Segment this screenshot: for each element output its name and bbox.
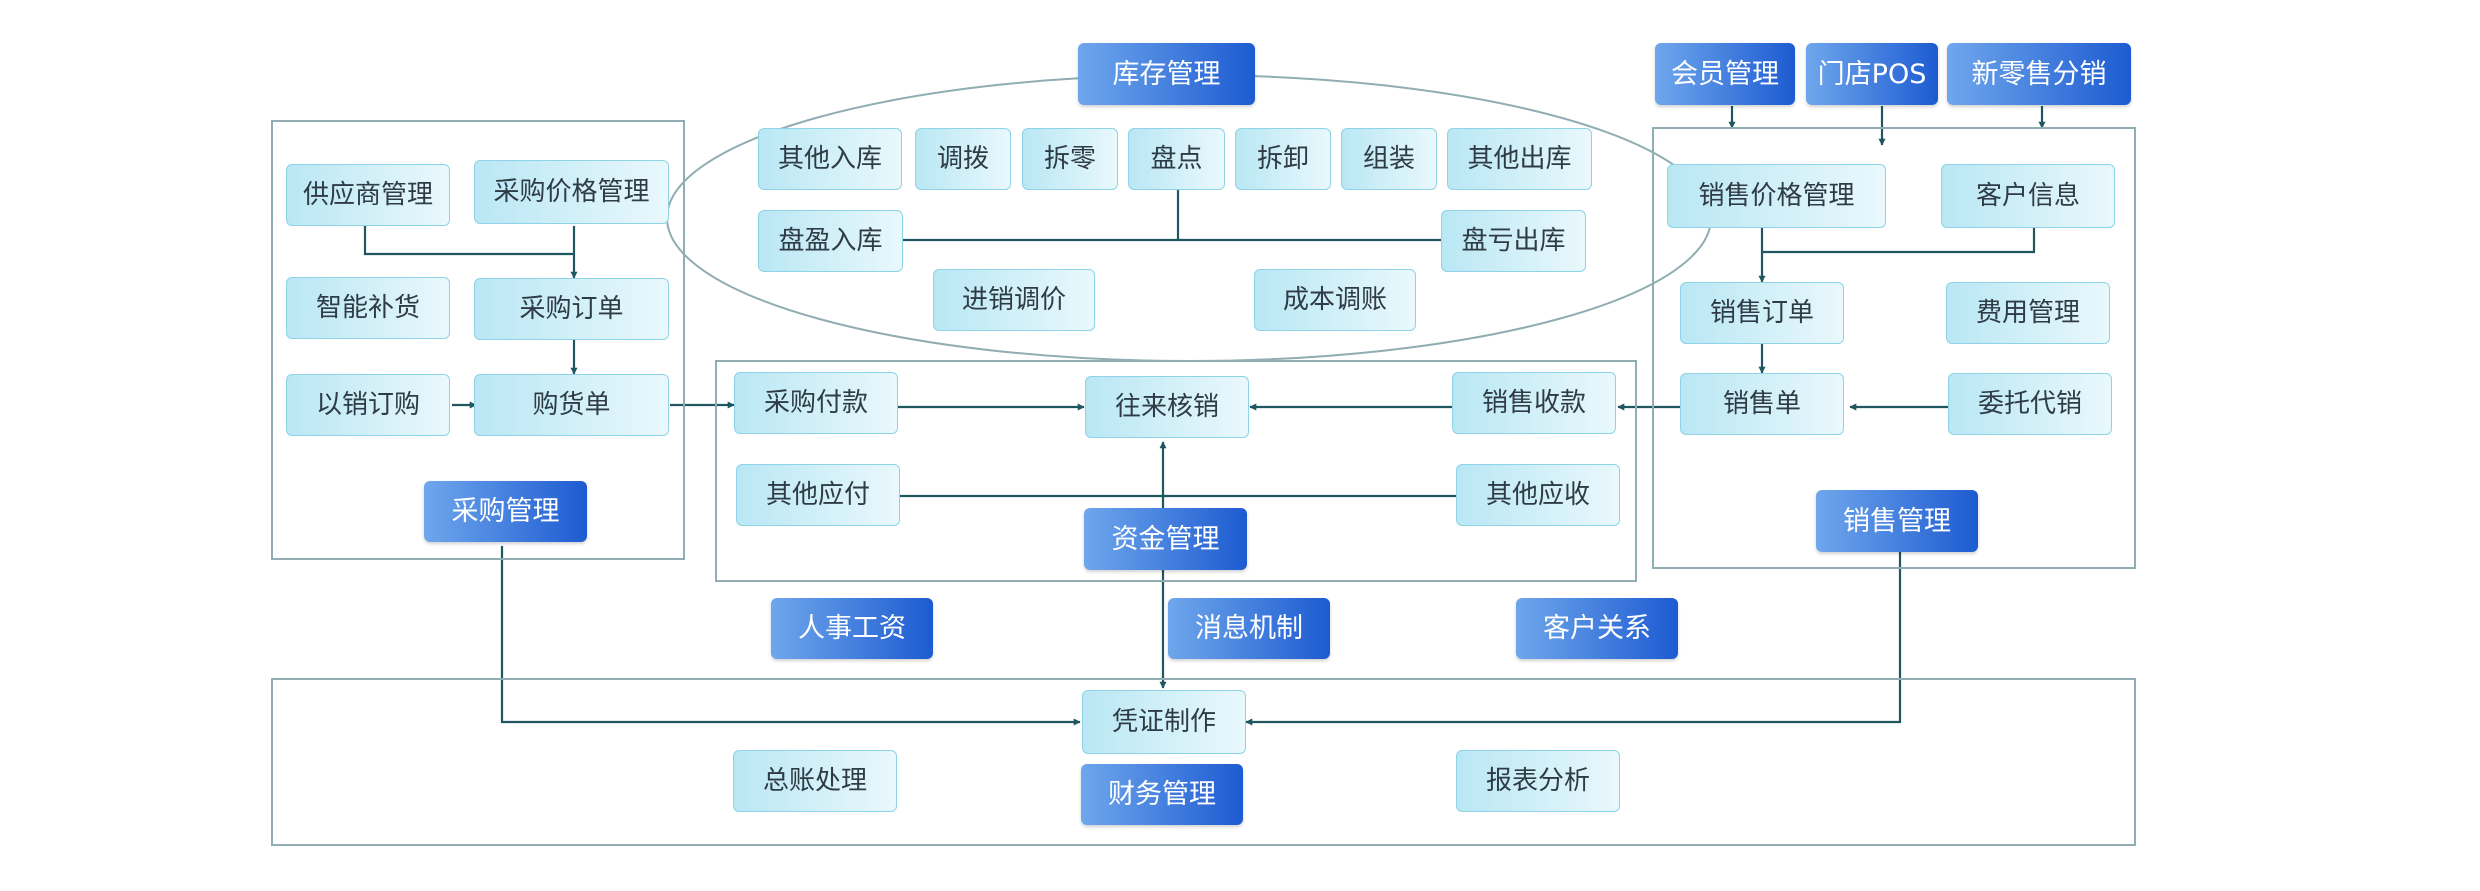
link-purchase-to-voucher <box>500 546 1081 726</box>
purchase-smart-replenish[interactable]: 智能补货 <box>286 277 450 339</box>
purchase-sales-based[interactable]: 以销订购 <box>286 374 450 436</box>
finance-frame <box>271 678 2136 846</box>
hr-payroll-button[interactable]: 人事工资 <box>771 598 933 659</box>
inventory-assemble[interactable]: 组装 <box>1341 128 1437 190</box>
messaging-button[interactable]: 消息机制 <box>1168 598 1330 659</box>
finance-management-title[interactable]: 财务管理 <box>1081 764 1243 825</box>
link-customer-to-salesorder <box>1762 228 2036 254</box>
purchase-supplier[interactable]: 供应商管理 <box>286 164 450 226</box>
new-retail-distribution-button[interactable]: 新零售分销 <box>1947 43 2131 105</box>
sales-expense[interactable]: 费用管理 <box>1946 282 2110 344</box>
funds-purchase-payment[interactable]: 采购付款 <box>734 372 898 434</box>
finance-voucher[interactable]: 凭证制作 <box>1082 690 1246 754</box>
inventory-other-in[interactable]: 其他入库 <box>758 128 902 190</box>
sales-price[interactable]: 销售价格管理 <box>1667 164 1886 228</box>
funds-other-payable[interactable]: 其他应付 <box>736 464 900 526</box>
purchase-price[interactable]: 采购价格管理 <box>474 160 669 224</box>
finance-general-ledger[interactable]: 总账处理 <box>733 750 897 812</box>
inventory-stocktake[interactable]: 盘点 <box>1128 128 1225 190</box>
store-pos-button[interactable]: 门店POS <box>1806 43 1938 105</box>
sales-management-title[interactable]: 销售管理 <box>1816 490 1978 552</box>
purchase-management-title[interactable]: 采购管理 <box>424 481 587 542</box>
inventory-price-adjust[interactable]: 进销调价 <box>933 269 1095 331</box>
crm-button[interactable]: 客户关系 <box>1516 598 1678 659</box>
inventory-management-title[interactable]: 库存管理 <box>1078 43 1255 105</box>
member-management-button[interactable]: 会员管理 <box>1655 43 1795 105</box>
sales-invoice[interactable]: 销售单 <box>1680 373 1844 435</box>
purchase-frame <box>271 120 685 560</box>
funds-other-receivable[interactable]: 其他应收 <box>1456 464 1620 526</box>
sales-order[interactable]: 销售订单 <box>1680 282 1844 344</box>
funds-frame <box>715 360 1637 582</box>
finance-report-analysis[interactable]: 报表分析 <box>1456 750 1620 812</box>
funds-reconcile[interactable]: 往来核销 <box>1085 376 1249 438</box>
funds-sales-receipt[interactable]: 销售收款 <box>1452 372 1616 434</box>
link-supplier-to-order <box>363 226 574 256</box>
inventory-loss-out[interactable]: 盘亏出库 <box>1441 210 1586 272</box>
inventory-other-out[interactable]: 其他出库 <box>1447 128 1592 190</box>
purchase-receipt[interactable]: 购货单 <box>474 374 669 436</box>
inventory-surplus-in[interactable]: 盘盈入库 <box>758 210 903 272</box>
sales-frame <box>1652 127 2136 569</box>
funds-management-title[interactable]: 资金管理 <box>1084 508 1247 570</box>
sales-customer-info[interactable]: 客户信息 <box>1941 164 2115 228</box>
link-sales-to-voucher <box>1245 552 1902 726</box>
sales-consignment[interactable]: 委托代销 <box>1948 373 2112 435</box>
inventory-disassemble[interactable]: 拆卸 <box>1235 128 1331 190</box>
inventory-split[interactable]: 拆零 <box>1022 128 1118 190</box>
inventory-cost-adjust[interactable]: 成本调账 <box>1254 269 1416 331</box>
inventory-transfer[interactable]: 调拨 <box>915 128 1011 190</box>
purchase-order[interactable]: 采购订单 <box>474 278 669 340</box>
